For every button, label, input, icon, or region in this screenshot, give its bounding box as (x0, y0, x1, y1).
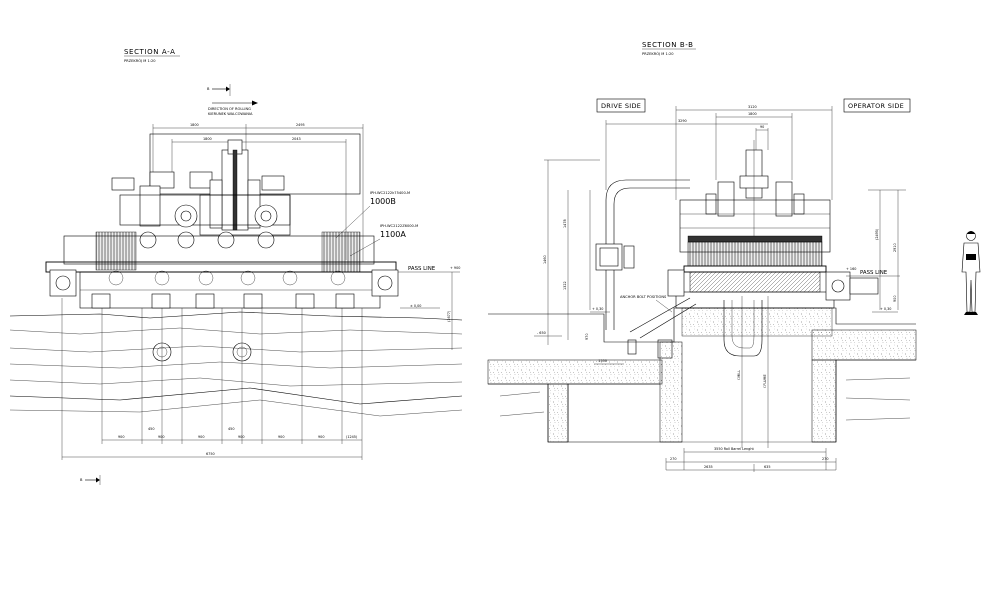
left-dimensions-b: 1478 1460 1322 970 (543, 159, 600, 345)
svg-text:900: 900 (318, 435, 324, 439)
svg-text:3290: 3290 (678, 119, 687, 123)
svg-text:ℂMILL: ℂMILL (737, 370, 741, 380)
svg-text:1100A: 1100A (380, 230, 406, 239)
section-b-title: SECTION B-B (642, 41, 694, 49)
svg-text:900: 900 (238, 435, 244, 439)
spacing-dimensions: 900 450 900 900 450 900 900 900 (1245) 6… (62, 427, 362, 458)
foundation-section-a (9, 298, 463, 460)
svg-text:ANCHOR BOLT POSITIONS: ANCHOR BOLT POSITIONS (620, 295, 667, 299)
right-dimensions-b: (2495) 2910 900 (868, 189, 906, 310)
drive-side-piping (595, 179, 690, 359)
top-dimensions-b: 3120 3290 1800 90 (605, 105, 833, 200)
svg-text:900: 900 (278, 435, 284, 439)
centerline-labels: ℂMILL ℂFLUME (737, 370, 767, 388)
svg-text:(1245): (1245) (346, 435, 358, 439)
svg-text:IPH.WC2122k75400-M: IPH.WC2122k75400-M (370, 191, 410, 195)
svg-text:3120: 3120 (748, 105, 757, 109)
svg-text:B: B (80, 478, 83, 482)
svg-text:KIERUNEK WALCOWANIA: KIERUNEK WALCOWANIA (208, 112, 253, 116)
bottom-dimensions-b: 3550 Roll Barrel Lenght 270 270 2635 635 (665, 447, 837, 472)
section-b-subtitle: PRZEKRÓJ M 1:20 (642, 51, 674, 56)
svg-text:+ 0,30: + 0,30 (592, 307, 603, 311)
svg-text:1800: 1800 (190, 123, 199, 127)
flume (723, 300, 763, 357)
svg-text:DRIVE SIDE: DRIVE SIDE (601, 102, 641, 110)
pass-line-right: PASS LINE + 160 (846, 267, 900, 277)
foundation-b (487, 296, 917, 448)
svg-text:(1677): (1677) (447, 310, 451, 322)
operator-figure (961, 231, 981, 315)
section-marker-top: B (207, 84, 231, 96)
mill-stand-upper (111, 133, 361, 236)
svg-text:635: 635 (764, 465, 770, 469)
assembly-labels-left: IPH.WC2122k75400-M 1000B IPH.WC2122Z6000… (335, 191, 418, 257)
svg-text:- 650: - 650 (537, 331, 546, 335)
section-a-title: SECTION A-A (124, 48, 175, 56)
svg-text:± 0,00: ± 0,00 (410, 304, 421, 308)
svg-text:450: 450 (148, 427, 154, 431)
screwdown-tower (705, 140, 805, 238)
svg-text:900: 900 (158, 435, 164, 439)
svg-text:PASS LINE: PASS LINE (408, 266, 436, 272)
svg-text:1322: 1322 (563, 281, 567, 290)
svg-text:1000B: 1000B (370, 197, 396, 206)
guide-rods-left (95, 231, 361, 273)
svg-text:900: 900 (893, 296, 897, 302)
svg-text:6750: 6750 (206, 452, 215, 456)
svg-text:+ 900: + 900 (450, 266, 460, 270)
drive-side-label: DRIVE SIDE (596, 98, 646, 113)
svg-text:1800: 1800 (203, 137, 212, 141)
svg-text:970: 970 (585, 334, 589, 340)
svg-text:270: 270 (822, 457, 828, 461)
svg-text:+ 160: + 160 (846, 267, 856, 271)
section-b-b: SECTION B-B PRZEKRÓJ M 1:20 DRIVE SIDE O… (487, 41, 981, 472)
svg-text:450: 450 (228, 427, 234, 431)
svg-text:1800: 1800 (748, 112, 757, 116)
rolling-direction-note: DIRECTION OF ROLLING KIERUNEK WALCOWANIA (208, 100, 258, 116)
svg-text:90: 90 (760, 125, 764, 129)
svg-text:+ 0,30: + 0,30 (880, 307, 891, 311)
svg-text:900: 900 (198, 435, 204, 439)
svg-text:2495: 2495 (296, 123, 305, 127)
svg-text:B: B (207, 87, 210, 91)
housing-b (667, 199, 879, 309)
svg-text:2635: 2635 (704, 465, 713, 469)
svg-text:2043: 2043 (292, 137, 301, 141)
svg-text:2910: 2910 (893, 243, 897, 252)
svg-text:900: 900 (118, 435, 124, 439)
section-a-subtitle: PRZEKRÓJ M 1:20 (124, 58, 156, 63)
mill-body-section-a (45, 235, 399, 309)
svg-text:1478: 1478 (563, 219, 567, 228)
svg-text:(2495): (2495) (875, 228, 879, 240)
svg-text:PASS LINE: PASS LINE (860, 270, 888, 276)
svg-text:1460: 1460 (543, 255, 547, 264)
operator-side-label: OPERATOR SIDE (843, 98, 911, 113)
svg-text:3550 Roll Barrel Lenght: 3550 Roll Barrel Lenght (714, 447, 754, 451)
pass-line-left: PASS LINE + 900 ± 0,00 (1677) (398, 266, 460, 350)
section-a-a: SECTION A-A PRZEKRÓJ M 1:20 B B DIRECTIO… (9, 48, 463, 485)
svg-text:IPH.WC2122Z6000-M: IPH.WC2122Z6000-M (380, 224, 418, 228)
section-marker-bottom: B (80, 475, 101, 485)
svg-text:DIRECTION OF ROLLING: DIRECTION OF ROLLING (208, 107, 251, 111)
svg-text:ℂFLUME: ℂFLUME (763, 374, 767, 388)
svg-text:OPERATOR SIDE: OPERATOR SIDE (848, 102, 904, 110)
svg-text:270: 270 (670, 457, 676, 461)
